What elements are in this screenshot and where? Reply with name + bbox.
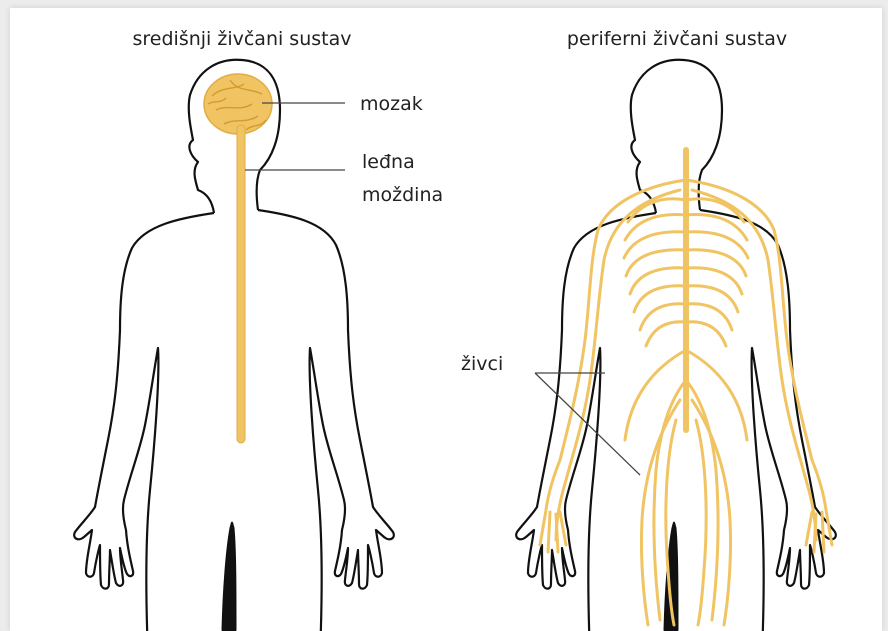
cns-title: središnji živčani sustav	[133, 28, 352, 50]
pns-figure	[516, 60, 836, 631]
spinal-cord-shape	[237, 125, 245, 443]
nerves-label: živci	[461, 353, 503, 375]
pns-title: periferni živčani sustav	[567, 28, 787, 50]
cns-figure	[74, 60, 394, 631]
spinal-cord-label-line1: leđna	[362, 151, 415, 173]
brain-shape	[204, 74, 272, 134]
brain-label: mozak	[360, 93, 423, 115]
spinal-cord-label-line2: moždina	[362, 184, 443, 206]
left-body-outline	[74, 60, 394, 631]
